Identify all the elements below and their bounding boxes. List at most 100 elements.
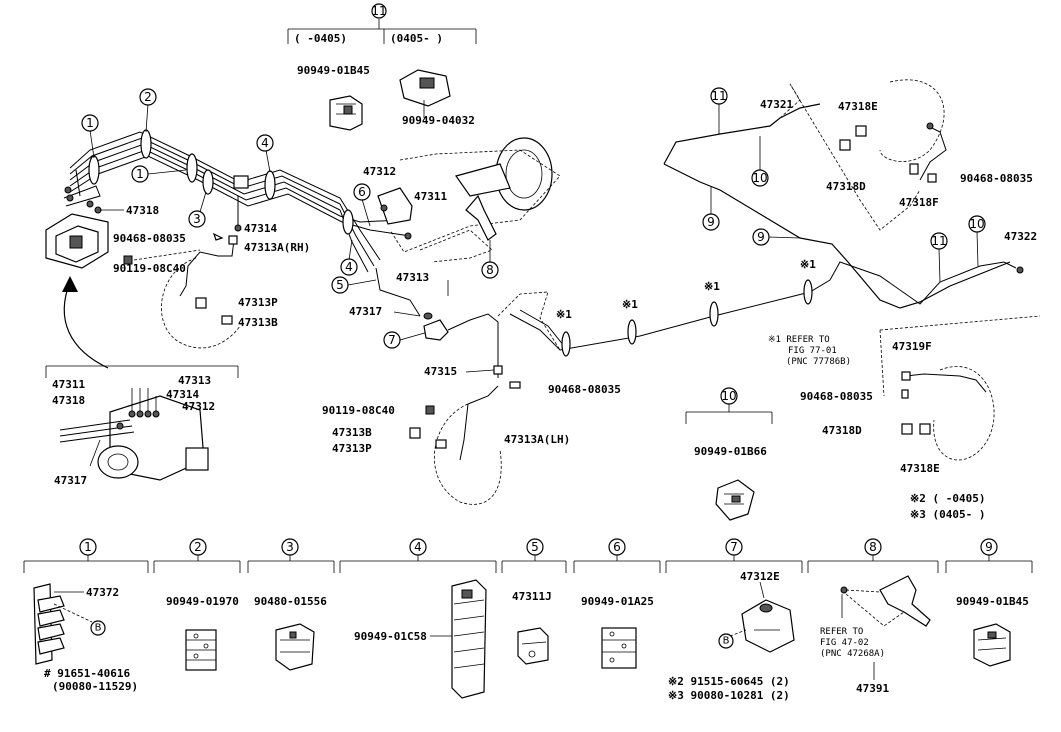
- label-47318E-top: 47318E: [838, 100, 878, 113]
- label-90468-08035-d: 90468-08035: [800, 390, 873, 403]
- label-47317-detail: 47317: [54, 474, 87, 487]
- rear-body-outline: [663, 83, 1041, 397]
- callout-5-text: 5: [336, 278, 344, 292]
- ref-8-line-1: REFER TO: [820, 627, 863, 637]
- label-90949-01A25: 90949-01A25: [581, 595, 654, 608]
- label-90949-01970: 90949-01970: [166, 595, 239, 608]
- bracket-47391: [840, 575, 931, 627]
- callout-7-text: 7: [388, 333, 396, 347]
- callout-8: [481, 261, 499, 279]
- callout-11b-text: 11: [931, 234, 946, 248]
- label-47318E-bottom: 47318E: [900, 462, 940, 475]
- legend-callout-3-text: 3: [286, 540, 294, 554]
- legend-callout-5-text: 5: [531, 540, 539, 554]
- callout-10-group-text: 10: [721, 389, 736, 403]
- callout-11a: [710, 87, 728, 105]
- clip-90949-01970: [185, 629, 217, 671]
- label-47313B-LH: 47313B: [332, 426, 372, 439]
- label-90468-08035-b: 90468-08035: [548, 383, 621, 396]
- legend-callout-9-text: 9: [985, 540, 993, 554]
- star-1-a: ※1: [556, 308, 572, 321]
- rh-flex-hose: [123, 196, 242, 349]
- callout-1b: [131, 165, 149, 183]
- label-90080-11529: (90080-11529): [52, 680, 138, 693]
- badge-B-1: [90, 620, 106, 636]
- callout-10a-text: 10: [752, 171, 767, 185]
- label-47313B-RH: 47313B: [238, 316, 278, 329]
- callout-9b-text: 9: [757, 230, 765, 244]
- label-90119-08C40-a: 90119-08C40: [113, 262, 186, 275]
- legend-row: [23, 555, 1033, 573]
- callout-11a-text: 11: [711, 89, 726, 103]
- legend-callout-7-text: 7: [730, 540, 738, 554]
- callout-4a: [256, 134, 274, 152]
- label-47314: 47314: [244, 222, 277, 235]
- abs-actuator-small: [45, 213, 109, 269]
- label-47321: 47321: [760, 98, 793, 111]
- star-1-c: ※1: [704, 280, 720, 293]
- star-1-d: ※1: [800, 258, 816, 271]
- label-90468-08035-c: 90468-08035: [960, 172, 1033, 185]
- label-47311J: 47311J: [512, 590, 552, 603]
- legend-callout-9: [980, 538, 998, 556]
- label-90119-08C40-b: 90119-08C40: [322, 404, 395, 417]
- clip-90949-01C58: [451, 579, 487, 699]
- label-47313A-RH: 47313A(RH): [244, 241, 310, 254]
- label-47313-detail: 47313: [178, 374, 211, 387]
- note-3: ※3 (0405- ): [910, 508, 985, 521]
- ref-1-line-3: (PNC 77786B): [786, 357, 851, 367]
- label-47313P-LH: 47313P: [332, 442, 372, 455]
- legend-callout-6-text: 6: [613, 540, 621, 554]
- callout-2: [139, 88, 157, 106]
- tube-bundle: [63, 131, 411, 273]
- label-47311: 47311: [414, 190, 447, 203]
- arrow-head: [62, 276, 78, 292]
- callout-6-text: 6: [358, 185, 366, 199]
- group-11-bracket: [287, 19, 477, 44]
- label-90949-01C58: 90949-01C58: [354, 630, 427, 643]
- ref-1-line-2: FIG 77-01: [788, 346, 837, 356]
- callout-4b-text: 4: [345, 260, 353, 274]
- legend-callout-7: [725, 538, 743, 556]
- legend-callout-4: [409, 538, 427, 556]
- label-47372: 47372: [86, 586, 119, 599]
- label-47391: 47391: [856, 682, 889, 695]
- callout-8-text: 8: [486, 263, 494, 277]
- star-1-b: ※1: [622, 298, 638, 311]
- label-47312: 47312: [363, 165, 396, 178]
- label-90949-01B45-bottom: 90949-01B45: [956, 595, 1029, 608]
- callout-9a-text: 9: [707, 215, 715, 229]
- label-47317: 47317: [349, 305, 382, 318]
- callout-5: [331, 276, 349, 294]
- label-47312-detail: 47312: [182, 400, 215, 413]
- legend-callout-8: [864, 538, 882, 556]
- group-11-range-2: (0405- ): [390, 32, 443, 45]
- label-47313P-RH: 47313P: [238, 296, 278, 309]
- callout-7: [383, 331, 401, 349]
- label-47318-detail: 47318: [52, 394, 85, 407]
- callout-4a-text: 4: [261, 136, 269, 150]
- callout-11-top: [371, 3, 387, 19]
- legend-callout-4-text: 4: [414, 540, 422, 554]
- clip-90949-01B66: [715, 479, 755, 521]
- label-90080-10281: ※3 90080-10281 (2): [668, 689, 790, 702]
- lh-flex-hose: [409, 313, 521, 505]
- callout-10b-text: 10: [969, 217, 984, 231]
- clip-90949-01B45-bottom: [973, 623, 1011, 667]
- actuator-detail: [59, 388, 209, 481]
- callout-11-top-text: 11: [371, 4, 386, 18]
- label-47322: 47322: [1004, 230, 1037, 243]
- group-11-range-1: ( -0405): [294, 32, 347, 45]
- rear-hose-upper: [839, 79, 947, 183]
- ref-8-line-2: FIG 47-02: [820, 638, 869, 648]
- callout-3: [188, 210, 206, 228]
- label-90949-01B66: 90949-01B66: [694, 445, 767, 458]
- ref-8-line-3: (PNC 47268A): [820, 649, 885, 659]
- rear-hose-lower: [901, 366, 995, 461]
- callout-6: [353, 183, 371, 201]
- actuator-detail-bracket: [45, 365, 239, 378]
- clip-90949-01A25: [601, 627, 637, 669]
- legend-callout-6: [608, 538, 626, 556]
